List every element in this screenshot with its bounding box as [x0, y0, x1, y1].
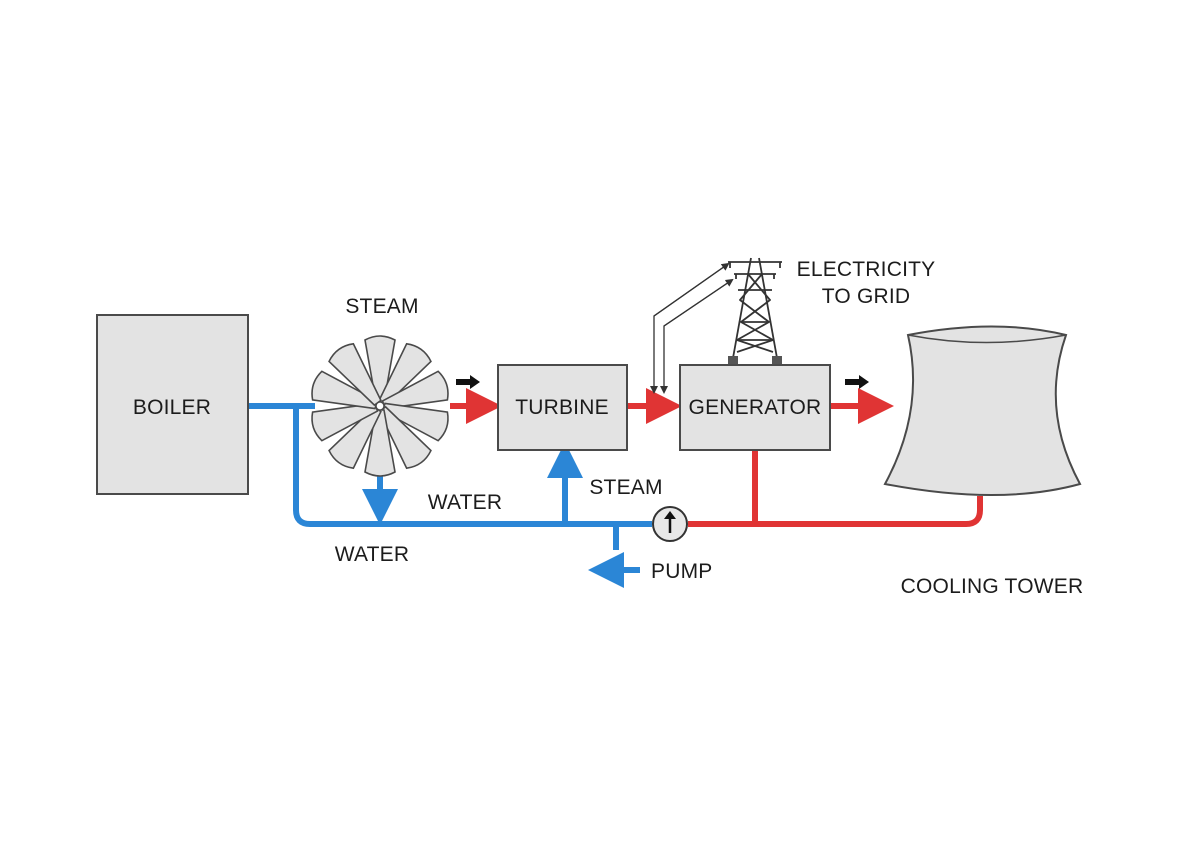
cooling-tower-label: COOLING TOWER — [901, 575, 1084, 598]
steam-pipes — [450, 388, 983, 527]
fan-blade — [378, 342, 432, 407]
arrow-right-icon — [456, 375, 480, 389]
water-label-lower: WATER — [335, 543, 410, 566]
fan-blade — [364, 335, 396, 403]
fan-blade — [381, 402, 449, 442]
arrow-right-icon — [845, 375, 869, 389]
water-label-upper: WATER — [428, 491, 503, 514]
boiler-label: BOILER — [133, 396, 211, 419]
return-pipe-tower-loop — [688, 496, 983, 527]
flow-arrows — [456, 375, 869, 389]
turbine-label: TURBINE — [515, 396, 609, 419]
cooling-tower-rim — [907, 334, 1067, 344]
fan-blade — [311, 370, 379, 410]
steam-label-lower: STEAM — [589, 476, 662, 499]
fan-blade — [381, 370, 449, 410]
fan-icon — [311, 335, 449, 477]
electricity-label-line2: TO GRID — [822, 285, 911, 308]
steam-label-top: STEAM — [345, 295, 418, 318]
fan-blade — [328, 342, 382, 407]
fan-blade — [328, 405, 382, 470]
cooling-tower-icon — [883, 325, 1082, 496]
transmission-tower-icon — [728, 257, 782, 364]
pump-label: PUMP — [651, 560, 712, 583]
turbine-box — [497, 364, 628, 451]
generator-box — [679, 364, 831, 451]
fan-blade — [364, 409, 396, 477]
generator-label: GENERATOR — [689, 396, 822, 419]
water-pipe-main-loop — [248, 403, 652, 527]
grid-connection-wires — [650, 262, 734, 394]
fan-blade — [378, 405, 432, 470]
boiler-box — [96, 314, 249, 495]
electricity-label-line1: ELECTRICITY — [797, 258, 936, 281]
fan-blade — [311, 402, 379, 442]
pump-icon — [652, 506, 688, 542]
